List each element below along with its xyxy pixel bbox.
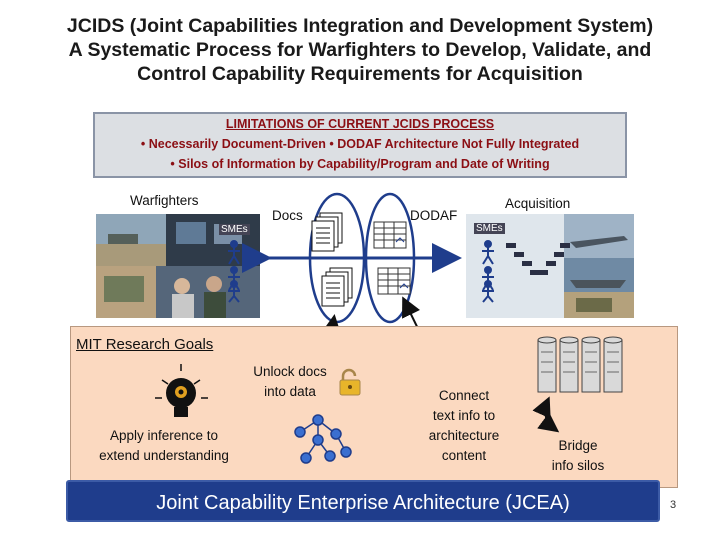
network-tree-icon xyxy=(294,414,352,464)
acquisition-label: Acquisition xyxy=(505,196,571,211)
connect-line-2: text info to xyxy=(432,408,496,423)
smes-left-label: SMEs xyxy=(219,224,250,235)
inference-line-2: extend understanding xyxy=(99,448,229,463)
unlock-docs-goal: Unlock docs into data xyxy=(238,362,342,402)
title-line-1: JCIDS (Joint Capabilities Integration an… xyxy=(66,15,654,37)
unlock-line-2: into data xyxy=(264,384,316,399)
architecture-table-icon xyxy=(373,221,407,249)
bridge-arrow xyxy=(532,396,557,431)
connect-goal: Connect text info to architecture conten… xyxy=(412,386,516,466)
jcea-banner: Joint Capability Enterprise Architecture… xyxy=(66,480,660,522)
research-goals-title: MIT Research Goals xyxy=(76,336,214,353)
connect-line-3: architecture xyxy=(428,428,500,443)
lightbulb-gear-icon xyxy=(155,364,208,417)
unlocked-padlock-icon xyxy=(339,368,361,396)
dodaf-label: DODAF xyxy=(410,208,458,223)
unlock-line-1: Unlock docs xyxy=(253,364,327,379)
connect-line-1: Connect xyxy=(438,388,490,403)
sme-figures-right xyxy=(482,240,494,303)
limitations-line-2: • Silos of Information by Capability/Pro… xyxy=(170,157,550,171)
architecture-table-icon xyxy=(377,267,411,295)
connect-line-4: content xyxy=(441,448,487,463)
document-icon xyxy=(311,212,343,252)
dodaf-ellipse xyxy=(364,192,416,324)
title-line-2: A Systematic Process for Warfighters to … xyxy=(68,39,652,61)
docs-label: Docs xyxy=(272,208,303,223)
bridge-goal: Bridge info silos xyxy=(534,436,622,476)
slide-title: JCIDS (Joint Capabilities Integration an… xyxy=(0,14,720,86)
acquisition-vee-chart xyxy=(506,243,570,275)
database-silos-icon xyxy=(537,336,623,393)
acquisition-photo xyxy=(466,214,634,318)
title-line-3: Control Capability Requirements for Acqu… xyxy=(137,63,583,85)
page-number: 3 xyxy=(670,499,677,511)
bridge-line-2: info silos xyxy=(551,458,605,473)
warfighters-label: Warfighters xyxy=(130,193,199,208)
sme-figures-left xyxy=(228,240,240,303)
limitations-line-1: • Necessarily Document-Driven • DODAF Ar… xyxy=(140,137,580,151)
document-icon xyxy=(321,267,353,307)
bridge-line-1: Bridge xyxy=(558,438,598,453)
inference-goal: Apply inference to extend understanding xyxy=(78,426,250,466)
inference-line-1: Apply inference to xyxy=(109,428,219,443)
smes-right-label: SMEs xyxy=(474,223,505,234)
limitations-box: LIMITATIONS OF CURRENT JCIDS PROCESS • N… xyxy=(93,112,627,178)
limitations-heading: LIMITATIONS OF CURRENT JCIDS PROCESS xyxy=(225,117,495,131)
